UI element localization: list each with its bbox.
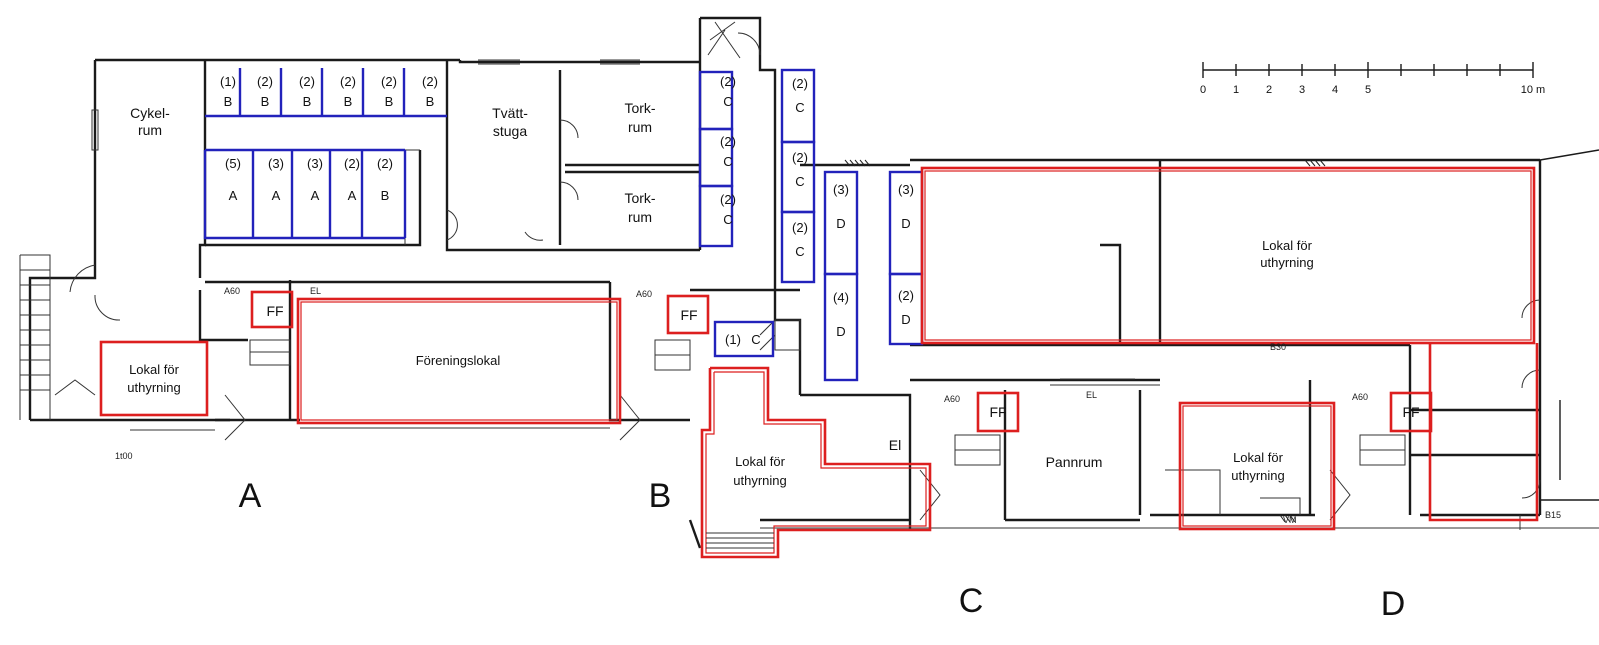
el-label: El <box>889 437 901 453</box>
ff-label-b: FF <box>680 307 697 323</box>
b15-annotation: B15 <box>1545 510 1561 520</box>
a60-annotation-3: A60 <box>944 394 960 404</box>
rental-a-label-1: Lokal för <box>129 362 180 377</box>
torkrum-2-label-2: rum <box>628 209 652 225</box>
storage-section-11: B <box>381 188 390 203</box>
torkrum-1-label-1: Tork- <box>624 100 655 116</box>
torkrum-1-label-2: rum <box>628 119 652 135</box>
a60-annotation-2: A60 <box>636 289 652 299</box>
scale-tick-5: 5 <box>1365 84 1371 96</box>
a60-annotation-4: A60 <box>1352 392 1368 402</box>
scale-tick-0: 0 <box>1200 84 1206 96</box>
foreningslokal-label: Föreningslokal <box>416 353 501 368</box>
rental-outlines <box>99 166 1539 559</box>
rental-d-label-2: uthyrning <box>1231 468 1284 483</box>
entrance-b-label: B <box>649 477 672 515</box>
scale-tick-4: 4 <box>1332 84 1338 96</box>
entrance-d-label: D <box>1381 585 1406 623</box>
storage-section-22: C <box>751 332 760 347</box>
rental-big-label-2: uthyrning <box>1260 255 1313 270</box>
storage-section-5: B <box>385 94 394 109</box>
storage-section-7: A <box>229 188 238 203</box>
storage-section-4: B <box>344 94 353 109</box>
tvattstuga-label-1: Tvätt- <box>492 105 528 121</box>
scale-tick-1: 1 <box>1233 84 1239 96</box>
storage-count-6: (2) <box>422 74 438 89</box>
room-labels: Cykel- rum Tvätt- stuga Tork- rum Tork- … <box>127 100 1419 488</box>
tvattstuga-label-2: stuga <box>493 123 527 139</box>
storage-count-20: (4) <box>833 290 849 305</box>
rental-b-label-2: uthyrning <box>733 473 786 488</box>
storage-count-3: (2) <box>299 74 315 89</box>
storage-labels: (1) B (2) B (2) B (2) B (2) B (2) B (5) … <box>220 74 914 347</box>
storage-count-11: (2) <box>377 156 393 171</box>
scale-bar: 0 1 2 3 4 5 10 m <box>1200 62 1545 96</box>
storage-count-17: (2) <box>792 220 808 235</box>
storage-section-19: D <box>901 216 910 231</box>
storage-count-5: (2) <box>381 74 397 89</box>
entrance-c-label: C <box>959 582 984 620</box>
vm-annotation: VM <box>1283 515 1297 525</box>
el-annotation-1: EL <box>310 286 321 296</box>
storage-count-13: (2) <box>720 134 736 149</box>
scale-tick-3: 3 <box>1299 84 1305 96</box>
storage-section-12: C <box>723 94 732 109</box>
storage-section-13: C <box>723 154 732 169</box>
annotations: A60 A60 A60 A60 EL EL VM 1t00 B15 B30 <box>115 286 1561 525</box>
scale-tick-2: 2 <box>1266 84 1272 96</box>
storage-count-2: (2) <box>257 74 273 89</box>
storage-section-8: A <box>272 188 281 203</box>
ff-label-c: FF <box>989 404 1006 420</box>
storage-section-16: C <box>795 174 804 189</box>
rental-d-label-1: Lokal för <box>1233 450 1284 465</box>
storage-section-15: C <box>795 100 804 115</box>
storage-section-3: B <box>303 94 312 109</box>
rental-b-label-1: Lokal för <box>735 454 786 469</box>
cykelrum-label-1: Cykel- <box>130 105 170 121</box>
pannrum-label: Pannrum <box>1046 454 1103 470</box>
storage-count-14: (2) <box>720 192 736 207</box>
storage-count-10: (2) <box>344 156 360 171</box>
rental-a-label-2: uthyrning <box>127 380 180 395</box>
ff-label-a: FF <box>266 303 283 319</box>
storage-count-22: (1) <box>725 332 741 347</box>
cykelrum-label-2: rum <box>138 122 162 138</box>
scale-end-label: 10 m <box>1521 84 1545 96</box>
a60-annotation-1: A60 <box>224 286 240 296</box>
storage-count-1: (1) <box>220 74 236 89</box>
storage-count-7: (5) <box>225 156 241 171</box>
rental-big-label-1: Lokal för <box>1262 238 1313 253</box>
storage-count-21: (2) <box>898 288 914 303</box>
el-annotation-2: EL <box>1086 390 1097 400</box>
t100-annotation: 1t00 <box>115 451 133 461</box>
storage-section-10: A <box>348 188 357 203</box>
storage-section-20: D <box>836 324 845 339</box>
ff-label-d: FF <box>1402 404 1419 420</box>
storage-section-6: B <box>426 94 435 109</box>
storage-section-1: B <box>224 94 233 109</box>
storage-outlines <box>203 68 924 382</box>
storage-count-18: (3) <box>833 182 849 197</box>
storage-section-17: C <box>795 244 804 259</box>
b30-annotation: B30 <box>1270 342 1286 352</box>
storage-section-2: B <box>261 94 270 109</box>
entrance-labels: A B C D <box>239 477 1406 623</box>
storage-count-12: (2) <box>720 74 736 89</box>
storage-count-9: (3) <box>307 156 323 171</box>
storage-count-4: (2) <box>340 74 356 89</box>
storage-count-8: (3) <box>268 156 284 171</box>
torkrum-2-label-1: Tork- <box>624 190 655 206</box>
storage-section-21: D <box>901 312 910 327</box>
storage-count-15: (2) <box>792 76 808 91</box>
storage-section-14: C <box>723 212 732 227</box>
storage-section-18: D <box>836 216 845 231</box>
storage-section-9: A <box>311 188 320 203</box>
storage-count-16: (2) <box>792 150 808 165</box>
storage-count-19: (3) <box>898 182 914 197</box>
entrance-a-label: A <box>239 477 262 515</box>
